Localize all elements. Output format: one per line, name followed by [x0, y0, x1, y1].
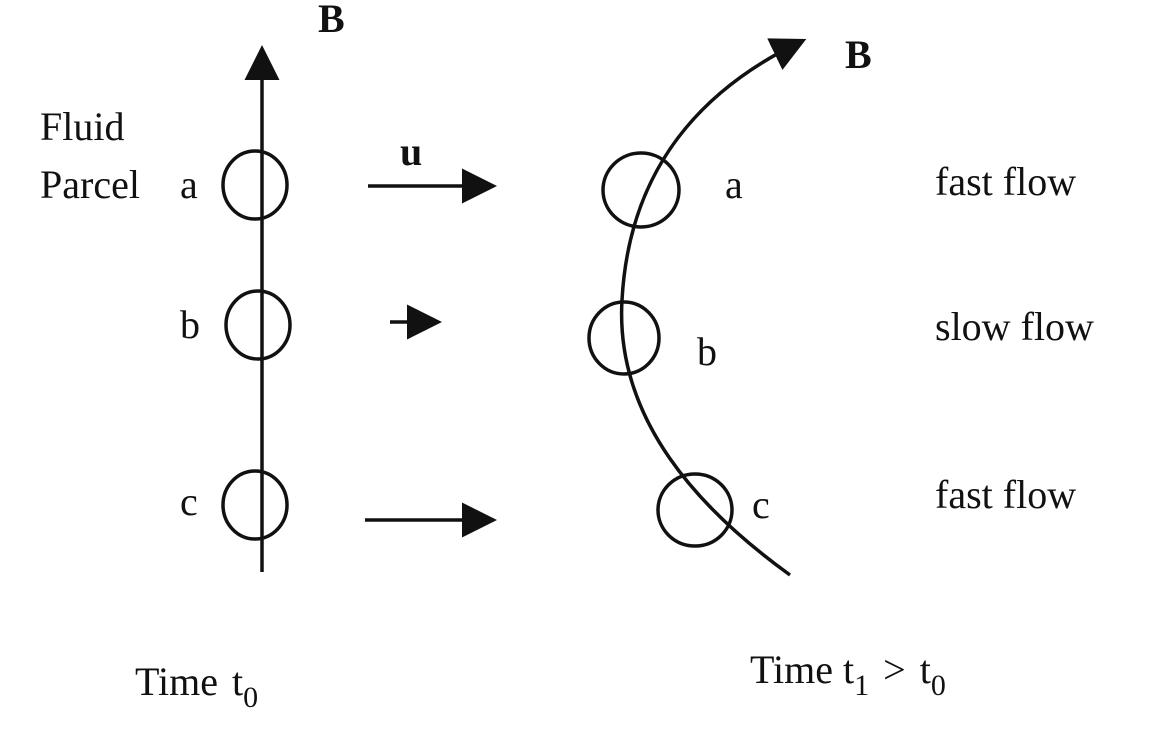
field-label-left: B: [318, 0, 345, 41]
parcel-b-right: [587, 300, 661, 376]
parcel-a-right: [601, 151, 681, 229]
parcel-a-label-left: a: [180, 162, 198, 207]
parcel-b-left: [224, 289, 292, 361]
parcel-c-left: [221, 469, 289, 541]
flow-label-a: fast flow: [935, 159, 1076, 204]
parcel-b-label-left: b: [180, 302, 200, 347]
parcel-c-label-right: c: [752, 482, 770, 527]
parcel-c-right: [656, 472, 734, 548]
parcel-c-label-left: c: [180, 479, 198, 524]
velocity-label: u: [400, 129, 422, 174]
parcel-a-left: [221, 149, 289, 221]
field-line-right: [619, 38, 807, 577]
field-label-right: B: [845, 32, 872, 77]
flow-label-b: slow flow: [935, 304, 1094, 349]
flow-label-c: fast flow: [935, 472, 1076, 517]
parcel-b-label-right: b: [697, 329, 717, 374]
fluid-label: Fluid: [40, 104, 124, 149]
parcel-label: Parcel: [40, 162, 140, 207]
parcel-a-label-right: a: [725, 162, 743, 207]
